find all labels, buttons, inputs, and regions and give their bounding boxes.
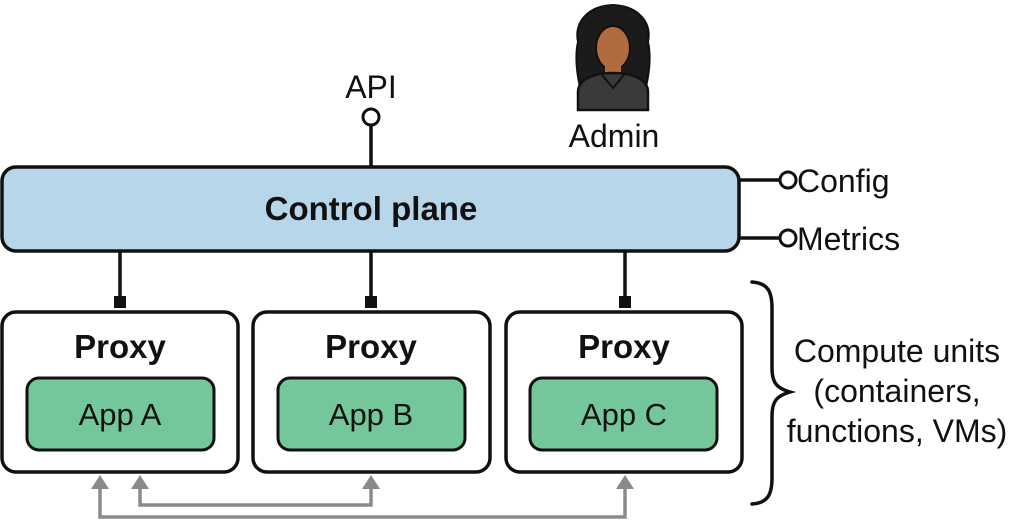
compute-units-brace-icon [750, 280, 797, 506]
metrics-label: Metrics [797, 221, 900, 257]
traffic-path-a-c [98, 487, 627, 519]
arrow-up-icon [91, 475, 109, 489]
app-a-label: App A [79, 397, 162, 432]
api-port-icon [361, 107, 381, 127]
admin-person-icon [575, 3, 651, 112]
compute-units-line-1: Compute units [794, 333, 1000, 369]
config-output: Config [739, 163, 890, 199]
admin-label: Admin [569, 118, 660, 154]
metrics-port-icon [778, 228, 798, 248]
arrow-up-icon [131, 475, 149, 489]
config-port-icon [778, 170, 798, 190]
api-label: API [345, 69, 397, 105]
compute-units-line-3: functions, VMs) [787, 413, 1008, 449]
connector-square-icon [365, 296, 377, 308]
app-box [528, 376, 719, 452]
proxy-b: Proxy App B [251, 310, 492, 474]
api-connector: API [345, 69, 397, 167]
compute-units-note: Compute units (containers, functions, VM… [787, 333, 1008, 449]
metrics-output: Metrics [739, 221, 900, 257]
app-b-label: App B [329, 397, 413, 432]
connector-square-icon [114, 296, 126, 308]
traffic-path-a-b [138, 487, 373, 507]
proxy-c: Proxy App C [504, 310, 744, 474]
app-c-label: App C [581, 397, 667, 432]
proxy-label: Proxy [578, 328, 670, 365]
proxy-label: Proxy [325, 328, 417, 365]
connector-square-icon [619, 296, 631, 308]
proxy-label: Proxy [74, 328, 166, 365]
arrow-up-icon [362, 475, 380, 489]
proxy-a: Proxy App A [0, 310, 240, 474]
config-label: Config [797, 163, 890, 199]
app-box [25, 376, 216, 452]
app-box [276, 376, 467, 452]
traffic-arrows [98, 487, 627, 519]
control-plane: Control plane [0, 165, 741, 253]
traffic-arrowheads [91, 475, 634, 489]
proxy-connectors [114, 251, 631, 308]
arrow-up-icon [616, 475, 634, 489]
compute-units-line-2: (containers, [813, 373, 980, 409]
control-plane-label: Control plane [265, 190, 478, 227]
